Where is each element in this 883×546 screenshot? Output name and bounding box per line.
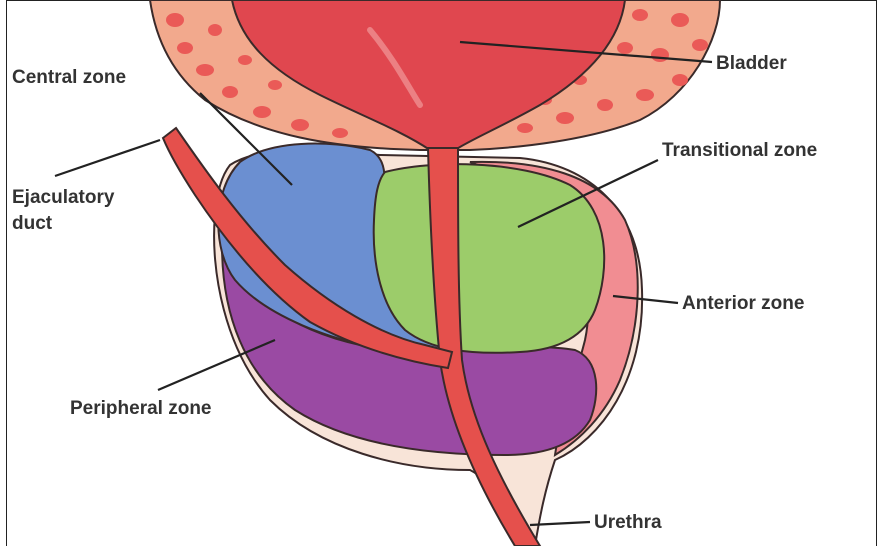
label-peripheral-zone: Peripheral zone (70, 397, 212, 420)
leader-ejaculatory-duct (55, 140, 160, 176)
label-transitional-zone: Transitional zone (662, 139, 817, 162)
label-anterior-zone: Anterior zone (682, 292, 804, 315)
label-bladder: Bladder (716, 52, 787, 75)
label-ejaculatory-duct-line2: duct (12, 212, 52, 235)
label-central-zone: Central zone (12, 66, 126, 89)
label-urethra: Urethra (594, 511, 662, 534)
label-ejaculatory-duct-line1: Ejaculatory (12, 186, 114, 209)
transitional-zone (374, 164, 605, 353)
